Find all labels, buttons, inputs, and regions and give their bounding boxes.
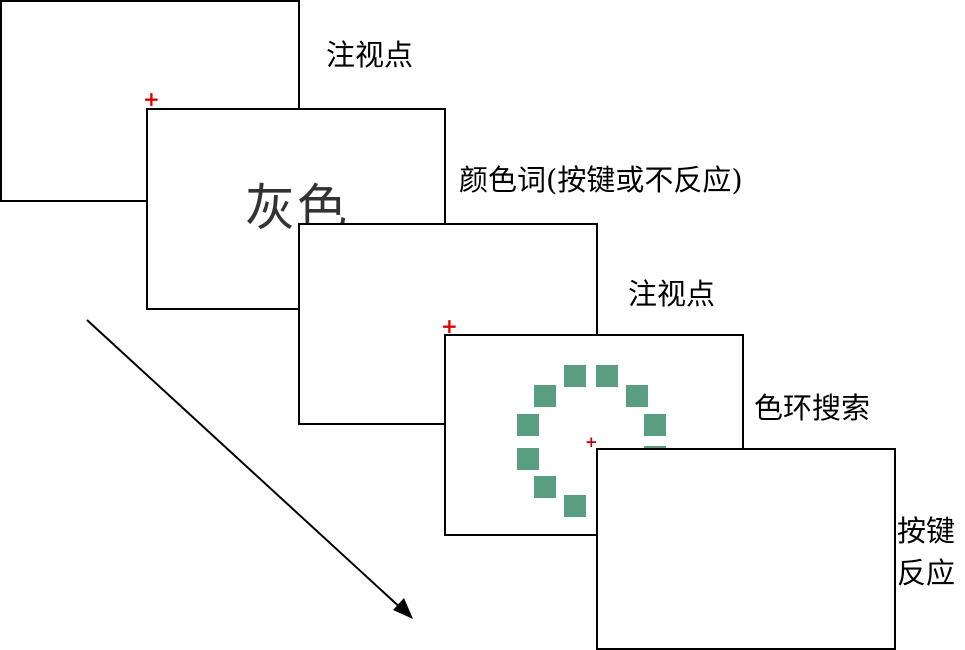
ring-square bbox=[534, 385, 556, 407]
fixation-cross-1: + bbox=[143, 87, 160, 111]
ring-square bbox=[626, 385, 648, 407]
fixation-cross-2: + bbox=[441, 314, 458, 338]
ring-square bbox=[517, 414, 539, 436]
label-color-word: 颜色词(按键或不反应) bbox=[459, 163, 743, 197]
ring-square bbox=[517, 448, 539, 470]
label-color-ring: 色环搜索 bbox=[754, 391, 871, 425]
label-fixation-1: 注视点 bbox=[326, 38, 414, 72]
frame-response bbox=[596, 448, 896, 650]
ring-square bbox=[564, 495, 586, 517]
ring-square bbox=[644, 414, 666, 436]
frame-color-word: 灰色 bbox=[146, 108, 446, 310]
ring-square bbox=[564, 365, 586, 387]
label-response-1: 按键 bbox=[897, 514, 956, 548]
ring-square bbox=[596, 365, 618, 387]
ring-square bbox=[534, 476, 556, 498]
fixation-cross-center: + bbox=[585, 433, 598, 451]
label-fixation-2: 注视点 bbox=[628, 277, 716, 311]
label-response-2: 反应 bbox=[897, 556, 956, 590]
